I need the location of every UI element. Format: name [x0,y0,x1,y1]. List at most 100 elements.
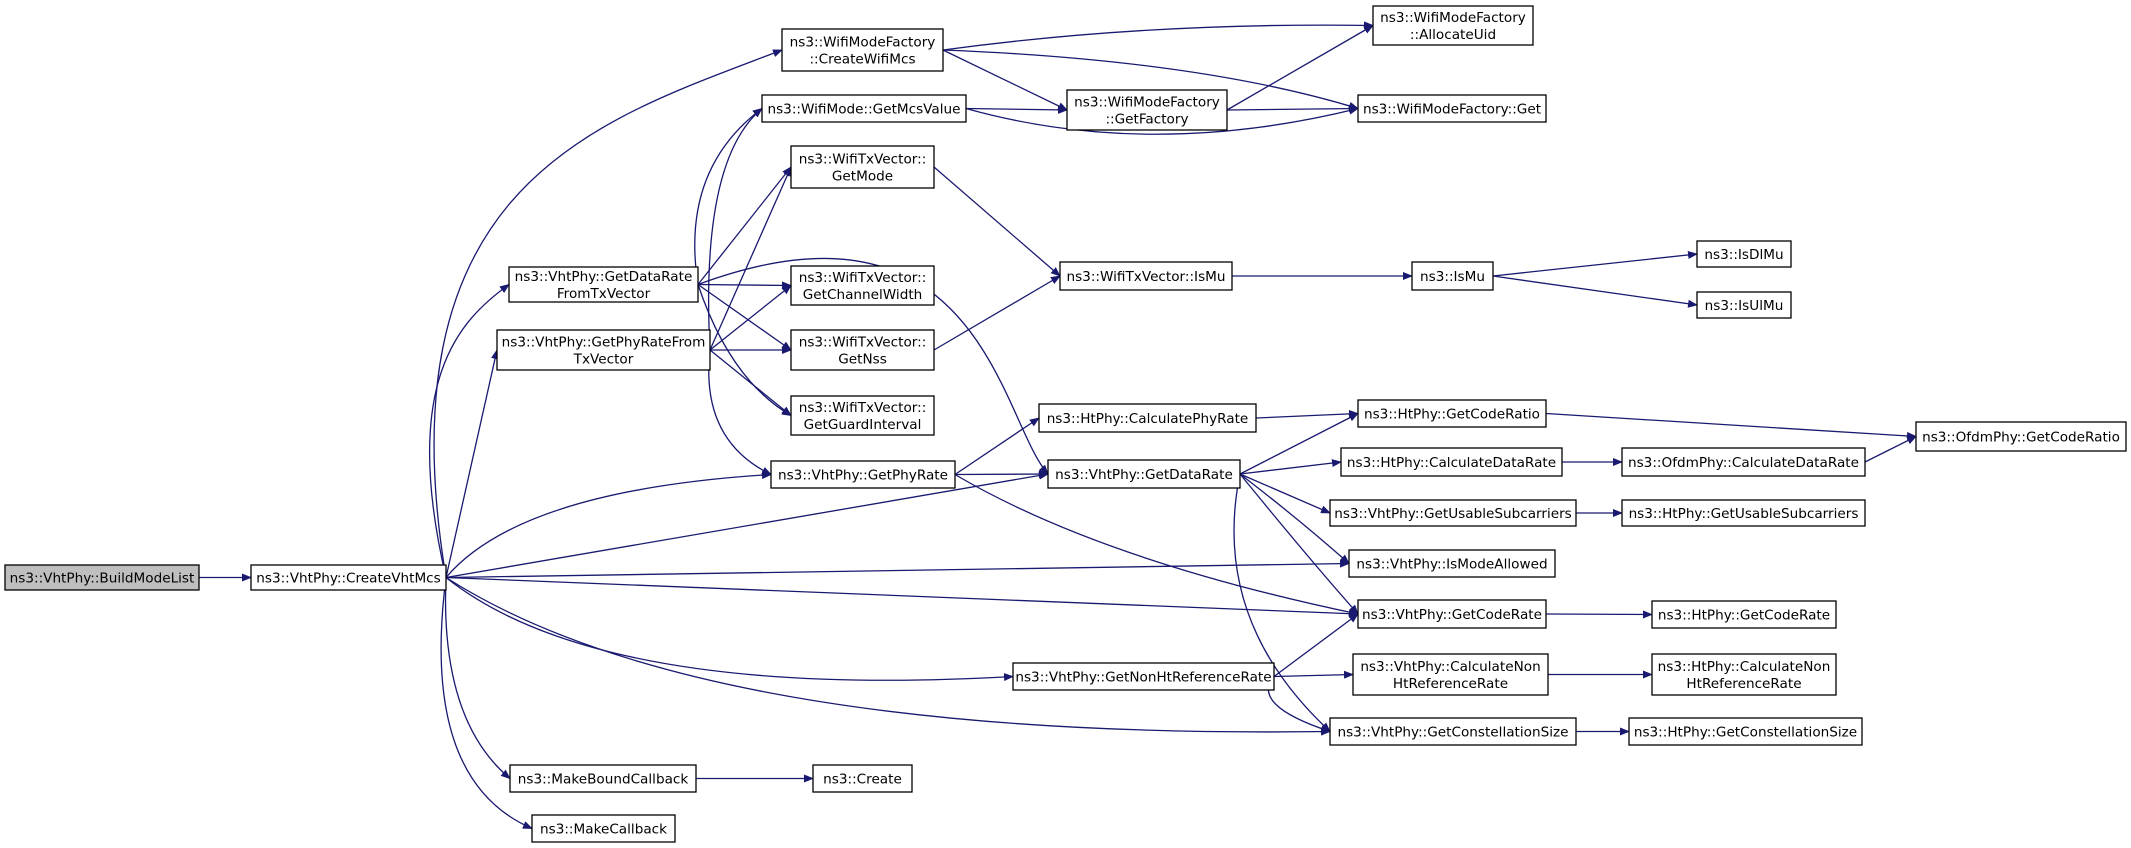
node-txismu[interactable]: ns3::WifiTxVector::IsMu [1059,261,1233,291]
node-getchannelwidth[interactable]: ns3::WifiTxVector::GetChannelWidth [790,265,935,306]
node-box [1059,261,1233,291]
node-ht_getusable[interactable]: ns3::HtPhy::GetUsableSubcarriers [1621,499,1866,527]
edge-path [445,576,1359,618]
node-ht_getconst[interactable]: ns3::HtPhy::GetConstellationSize [1628,717,1863,746]
node-getfactory[interactable]: ns3::WifiModeFactory::GetFactory [1066,89,1228,131]
edge-path [965,105,1068,114]
edge-vht_getdatarate-to-vht_getusable [1239,473,1331,514]
edge-path [445,471,772,578]
edge-getfactory-to-factoryget [1226,104,1359,113]
node-label: ::AllocateUid [1410,27,1496,43]
edge-path [942,21,1374,51]
node-label: ns3::VhtPhy::GetUsableSubcarriers [1334,506,1572,522]
node-label: ns3::MakeBoundCallback [518,772,689,788]
node-box [790,145,935,189]
node-label: ns3::VhtPhy::IsModeAllowed [1356,557,1547,573]
edge-path [1239,473,1350,565]
edge-path [1545,412,1917,440]
node-label: ns3::IsUlMu [1705,298,1784,314]
node-allocateuid[interactable]: ns3::WifiModeFactory::AllocateUid [1372,5,1534,46]
edge-getphyrate_txv-to-getmode [709,166,792,351]
node-label: HtReferenceRate [1393,676,1508,692]
node-box [1329,717,1577,746]
edge-path [445,576,1014,682]
edge-path [954,470,1049,479]
node-box [1012,662,1275,691]
edge-path [933,275,1061,351]
node-label: ns3::VhtPhy::GetPhyRateFrom [502,335,706,351]
edge-path [1273,670,1354,679]
edge-path [709,166,792,351]
node-ht_calcdatarate[interactable]: ns3::HtPhy::CalculateDataRate [1340,447,1563,477]
node-getguardinterval[interactable]: ns3::WifiTxVector::GetGuardInterval [790,395,935,436]
node-box [1651,653,1837,696]
node-label: ns3::IsMu [1420,269,1485,285]
node-buildmodelist[interactable]: ns3::VhtPhy::BuildModeList [4,564,200,591]
edge-path [694,107,763,285]
edge-path [954,417,1040,476]
node-label: ns3::IsDlMu [1704,247,1783,263]
node-isdlmu[interactable]: ns3::IsDlMu [1696,240,1792,268]
node-createvhtmcs[interactable]: ns3::VhtPhy::CreateVhtMcs [250,564,447,591]
edge-path [445,576,1331,736]
edge-vht_getnonht-to-vht_getcoderate [1273,613,1359,678]
edge-createvhtmcs-to-createwifimcs [433,49,783,578]
node-vht_getphyrate[interactable]: ns3::VhtPhy::GetPhyRate [770,460,956,489]
node-getmode[interactable]: ns3::WifiTxVector::GetMode [790,145,935,189]
edge-path [1233,473,1331,733]
node-label: GetChannelWidth [803,287,923,303]
node-label: ns3::VhtPhy::GetDataRate [1055,467,1233,483]
node-ht_getcoderate[interactable]: ns3::HtPhy::GetCodeRate [1651,600,1837,629]
node-box [496,329,711,371]
node-label: ns3::HtPhy::GetCodeRatio [1364,407,1540,423]
node-ht_calcphyrate[interactable]: ns3::HtPhy::CalculatePhyRate [1038,403,1257,433]
edge-vht_getdatarate-to-ht_getcoderatio [1239,412,1359,475]
edge-ofdm_calcdatarate-to-ofdm_getcoderatio [1864,435,1917,463]
node-vht_getcoderate[interactable]: ns3::VhtPhy::GetCodeRate [1357,599,1547,629]
node-label: GetMode [832,169,893,185]
node-vht_getdatarate[interactable]: ns3::VhtPhy::GetDataRate [1047,459,1241,489]
node-ht_getcoderatio[interactable]: ns3::HtPhy::GetCodeRatio [1357,399,1547,428]
node-box [770,460,956,489]
edge-path [933,166,1061,277]
node-box [1329,499,1577,527]
node-label: GetGuardInterval [804,417,922,433]
edge-path [444,577,511,780]
node-makeboundcallback[interactable]: ns3::MakeBoundCallback [509,764,697,793]
node-createwifimcs[interactable]: ns3::WifiModeFactory::CreateWifiMcs [781,28,944,72]
edge-path [697,284,792,417]
edge-path [445,349,499,578]
node-box [508,266,699,303]
node-makecallback[interactable]: ns3::MakeCallback [531,814,676,843]
edge-getmode-to-txismu [933,166,1061,277]
node-factoryget[interactable]: ns3::WifiModeFactory::Get [1357,94,1547,123]
node-getmcsvalue[interactable]: ns3::WifiMode::GetMcsValue [761,94,967,123]
node-ofdm_calcdatarate[interactable]: ns3::OfdmPhy::CalculateDataRate [1621,447,1866,477]
node-isulmu[interactable]: ns3::IsUlMu [1696,291,1792,319]
node-label: ns3::HtPhy::CalculateDataRate [1347,455,1556,471]
node-vht_getconst[interactable]: ns3::VhtPhy::GetConstellationSize [1329,717,1577,746]
node-ofdm_getcoderatio[interactable]: ns3::OfdmPhy::GetCodeRatio [1915,421,2127,452]
node-box [1411,261,1494,291]
edge-createvhtmcs-to-getdatarate_txv [428,283,510,578]
node-vht_getnonht[interactable]: ns3::VhtPhy::GetNonHtReferenceRate [1012,662,1275,691]
node-label: ns3::HtPhy::GetUsableSubcarriers [1629,506,1859,522]
node-ismodeallowed[interactable]: ns3::VhtPhy::IsModeAllowed [1348,549,1556,578]
node-ismu[interactable]: ns3::IsMu [1411,261,1494,291]
edge-vht_getnonht-to-vht_calcnonht [1273,670,1354,679]
edge-ismu-to-isulmu [1492,275,1698,308]
edge-ht_calcphyrate-to-ht_getcoderatio [1255,409,1359,419]
node-label: ns3::HtPhy::GetConstellationSize [1634,725,1857,741]
node-label: ns3::WifiModeFactory [1380,10,1526,26]
node-create[interactable]: ns3::Create [812,764,913,793]
node-label: ns3::VhtPhy::GetConstellationSize [1337,725,1568,741]
node-box [1357,399,1547,428]
node-label: GetNss [838,352,887,368]
node-getnss[interactable]: ns3::WifiTxVector::GetNss [790,329,935,371]
node-label: ns3::WifiModeFactory::Get [1363,102,1541,118]
node-vht_getusable[interactable]: ns3::VhtPhy::GetUsableSubcarriers [1329,499,1577,527]
